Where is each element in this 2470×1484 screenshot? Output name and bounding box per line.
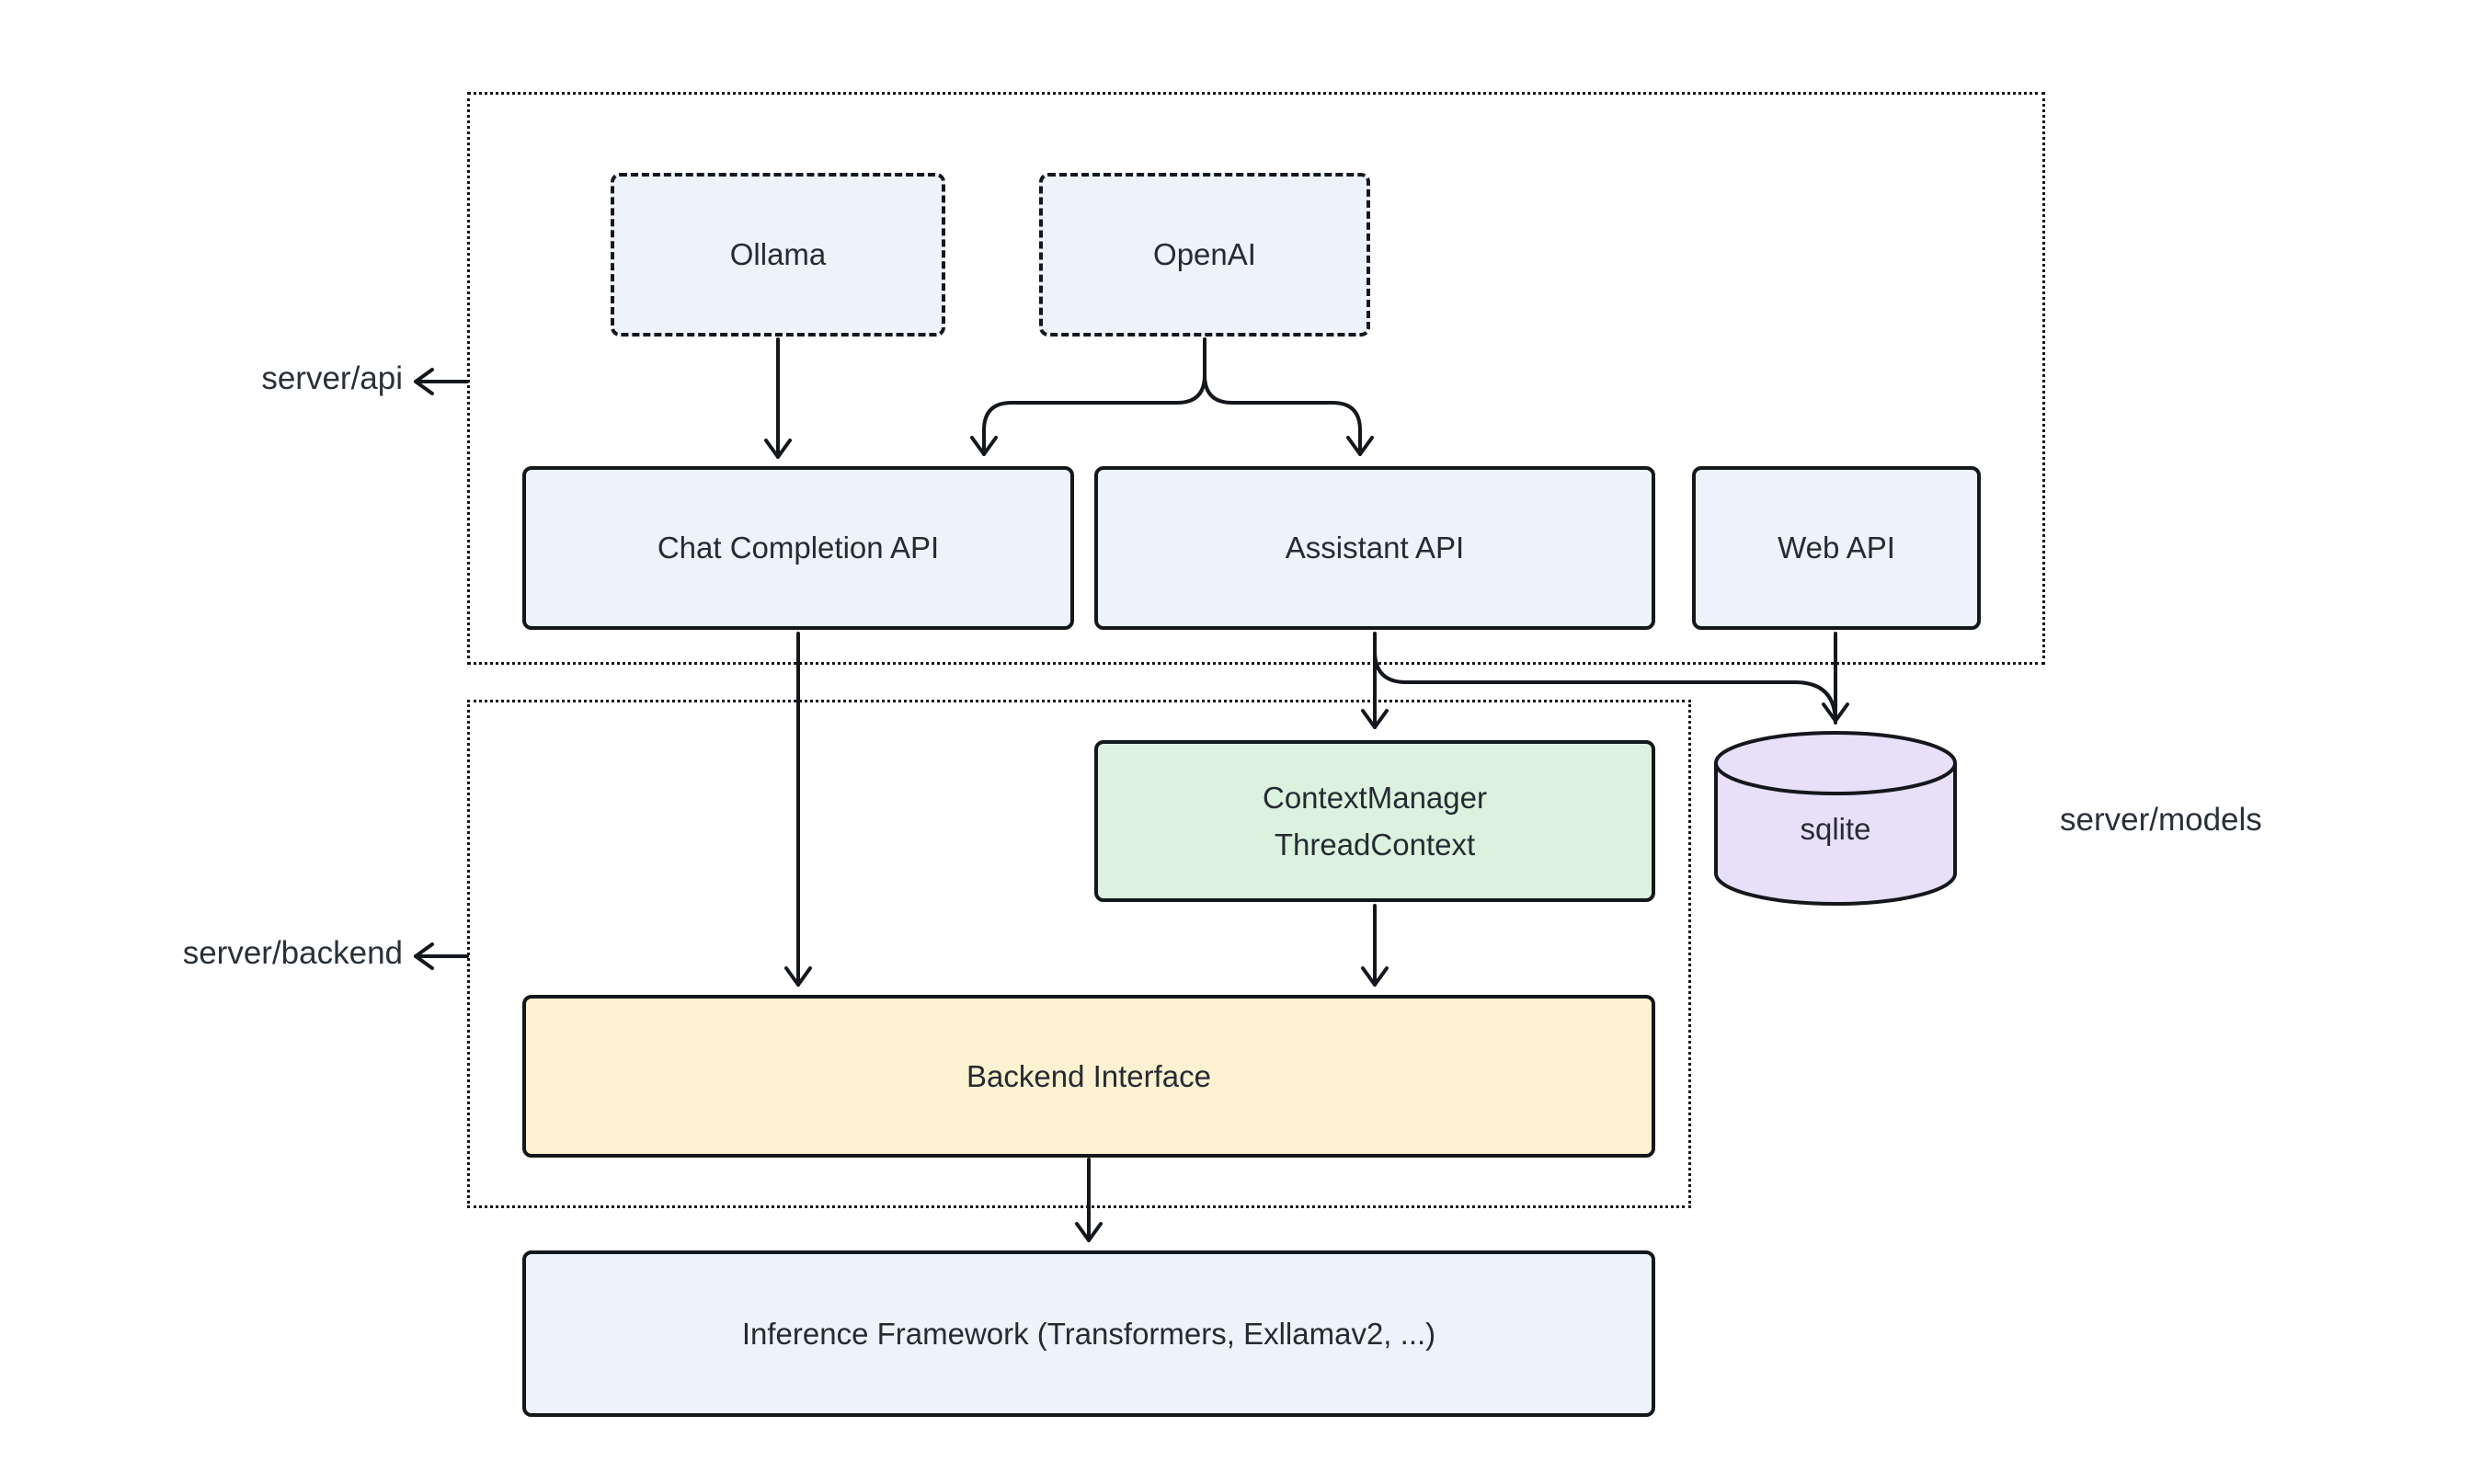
- sqlite-cylinder: [1714, 731, 1957, 906]
- server-backend-container: [467, 700, 1691, 1208]
- node-ollama: Ollama: [611, 173, 945, 337]
- chat-completion-api-label: Chat Completion API: [657, 531, 940, 565]
- label-server-models: server/models: [2060, 802, 2428, 839]
- ollama-label: Ollama: [729, 237, 827, 272]
- label-server-backend: server/backend: [127, 935, 403, 972]
- node-backend-interface: Backend Interface: [522, 995, 1655, 1158]
- web-api-label: Web API: [1778, 531, 1895, 565]
- edge-openai-to-chat-completion: [970, 337, 1206, 456]
- server-models-text: server/models: [2060, 802, 2262, 838]
- context-manager-label-line1: ContextManager: [1263, 780, 1487, 815]
- node-inference-framework: Inference Framework (Transformers, Exlla…: [522, 1250, 1655, 1417]
- server-api-text: server/api: [261, 360, 403, 396]
- node-chat-completion-api: Chat Completion API: [522, 466, 1074, 630]
- node-assistant-api: Assistant API: [1094, 466, 1655, 630]
- server-backend-text: server/backend: [182, 935, 403, 971]
- node-openai: OpenAI: [1039, 173, 1370, 337]
- sqlite-label: sqlite: [1800, 812, 1871, 846]
- edge-assistant-to-sqlite: [1373, 649, 1837, 725]
- node-context-manager: ContextManager ThreadContext: [1094, 740, 1655, 902]
- server-api-container: [467, 92, 2045, 665]
- label-server-api: server/api: [127, 360, 403, 397]
- edge-openai-to-assistant: [1203, 337, 1374, 456]
- backend-interface-label: Backend Interface: [966, 1058, 1211, 1093]
- openai-label: OpenAI: [1153, 237, 1256, 272]
- inference-framework-label: Inference Framework (Transformers, Exlla…: [741, 1316, 1436, 1351]
- context-manager-label-line2: ThreadContext: [1274, 828, 1476, 862]
- node-web-api: Web API: [1692, 466, 1981, 630]
- assistant-api-label: Assistant API: [1285, 531, 1465, 565]
